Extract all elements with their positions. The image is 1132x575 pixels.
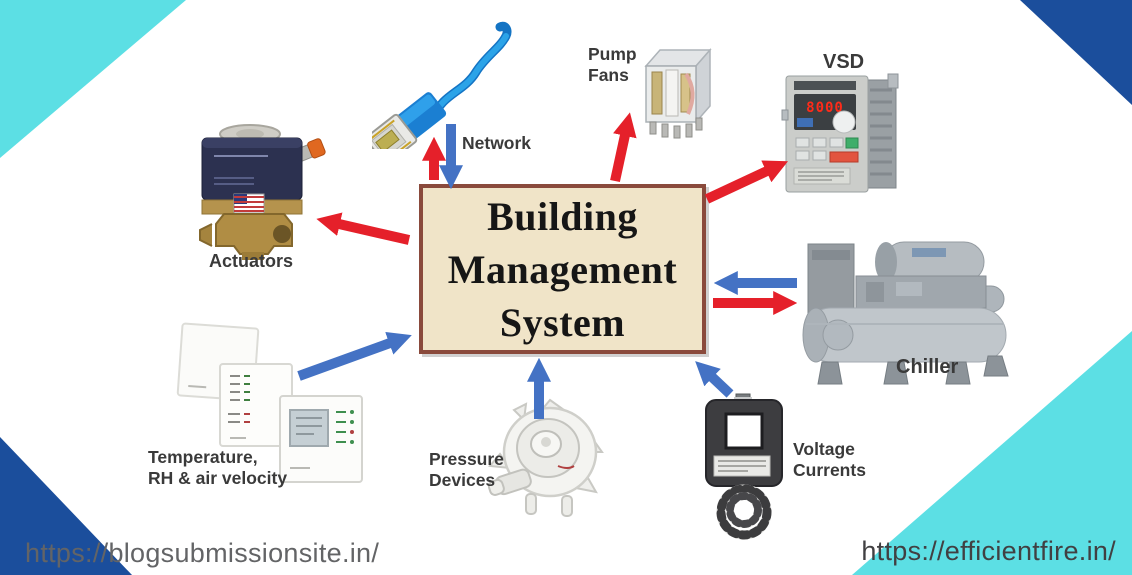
network-label: Network xyxy=(462,133,532,153)
centrifugal-chiller-icon xyxy=(802,241,1009,385)
corner-triangle-top-right xyxy=(1020,0,1132,105)
pressure-switch-icon xyxy=(488,398,604,517)
pressure-devices-label: Pressure Devices xyxy=(429,449,504,491)
vsd-label: VSD xyxy=(823,51,865,73)
temperature-label-line1: Temperature, xyxy=(148,447,258,467)
bms-title-line: System xyxy=(499,299,626,345)
svg-text:8000: 8000 xyxy=(806,100,844,116)
pump-fans-label-line2: Fans xyxy=(588,65,629,85)
chiller-label: Chiller xyxy=(896,356,959,378)
bms-title-line: Management xyxy=(447,246,678,292)
temperature-label-line2: RH & air velocity xyxy=(148,468,288,488)
pressure-label-line2: Devices xyxy=(429,470,496,490)
pump-fans-label-line1: Pump xyxy=(588,44,637,64)
actuators-label: Actuators xyxy=(209,251,294,271)
bms-central-box: Building Management System xyxy=(419,184,706,354)
voltage-label-line1: Voltage xyxy=(793,439,855,459)
pressure-label-line1: Pressure xyxy=(429,449,504,469)
bms-title-line: Building xyxy=(487,193,638,239)
corner-triangle-top-left xyxy=(0,0,186,158)
ethernet-cable-icon xyxy=(372,21,512,149)
pump-fans-label: Pump Fans xyxy=(588,44,637,86)
voltage-currents-label: Voltage Currents xyxy=(793,439,866,481)
watermark-url-right: https://efficientfire.in/ xyxy=(861,536,1116,566)
arrow-bms-to-actuators xyxy=(316,212,411,245)
watermark-url-left: https://blogsubmissionsite.in/ xyxy=(25,538,380,568)
wall-sensors-icon xyxy=(176,322,363,483)
solenoid-valve-icon xyxy=(199,124,326,260)
temperature-label: Temperature, RH & air velocity xyxy=(148,447,287,489)
voltage-label-line2: Currents xyxy=(793,460,866,480)
arrow-bms-to-vsd xyxy=(704,160,789,204)
arrow-bms-to-pump-fans xyxy=(610,112,637,183)
variable-speed-drive-icon: 8000 xyxy=(781,73,899,193)
current-transformer-icon xyxy=(705,393,783,540)
relay-icon xyxy=(644,48,712,139)
